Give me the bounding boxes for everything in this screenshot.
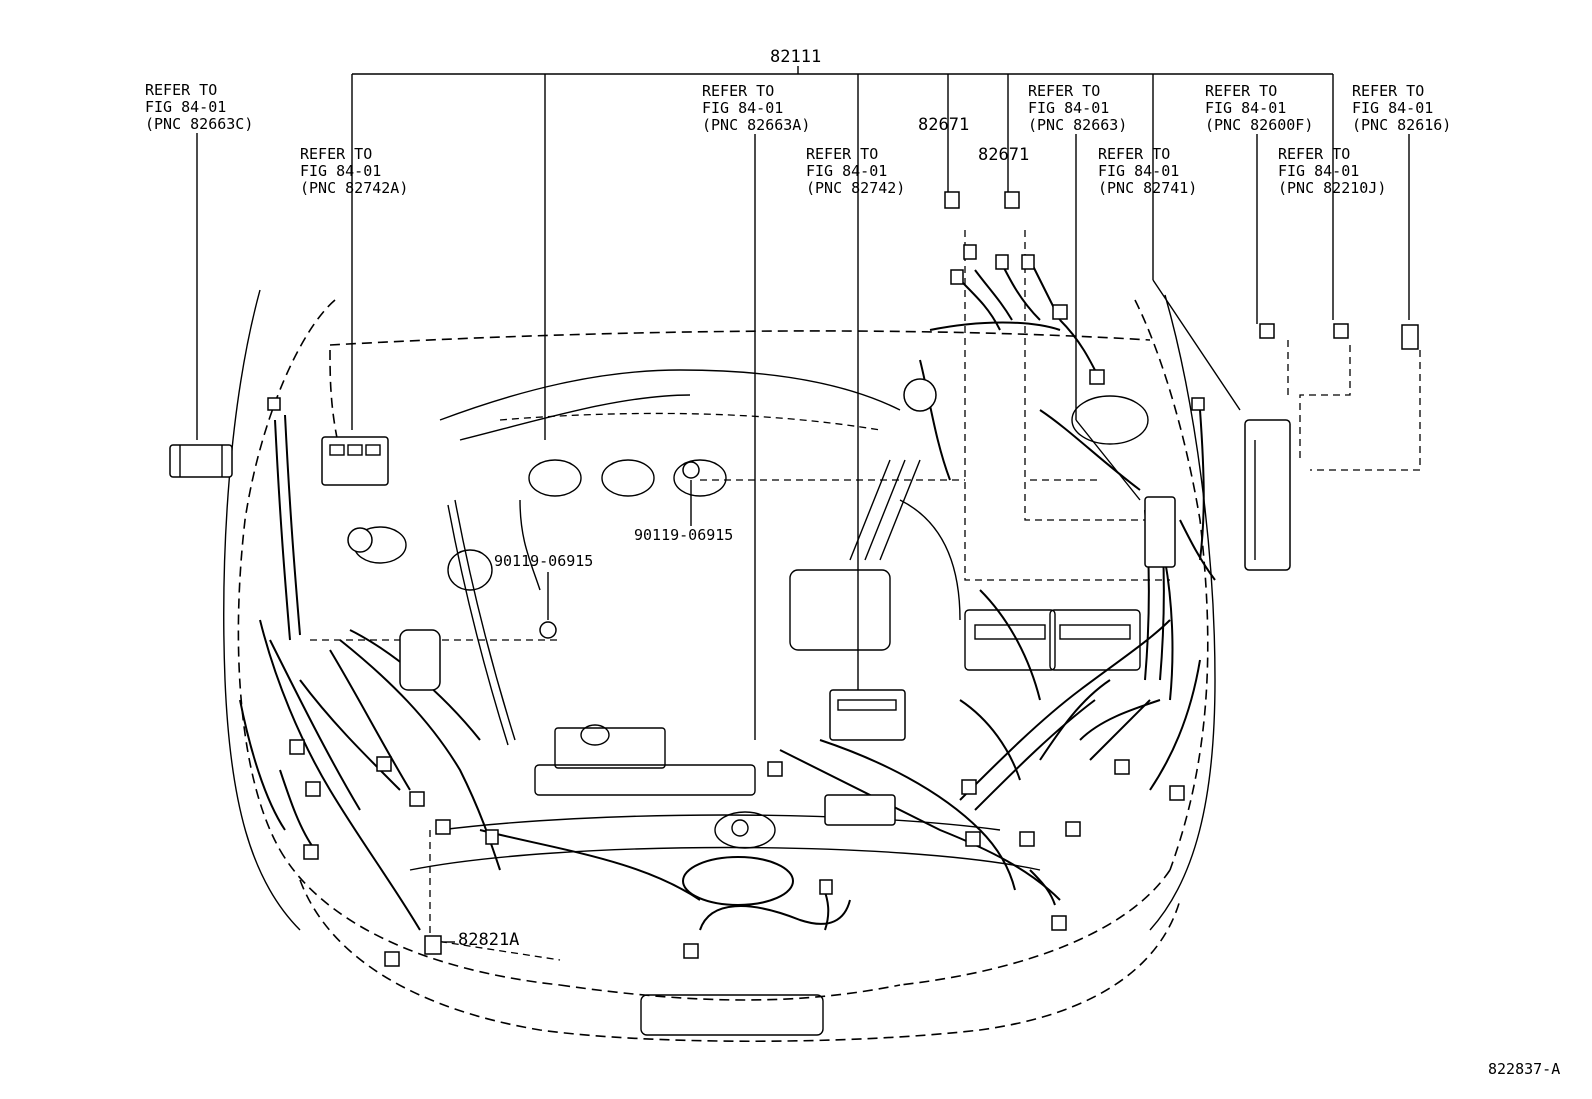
vehicle-body-outline	[223, 289, 1216, 1043]
bolt-label-b: 90119-06915	[494, 552, 593, 570]
svg-text:FIG 84-01: FIG 84-01	[1352, 99, 1433, 117]
svg-text:REFER TO: REFER TO	[806, 145, 878, 163]
engine-block	[353, 369, 1149, 849]
part-82671-b: 82671	[978, 145, 1029, 165]
svg-text:(PNC 82616): (PNC 82616)	[1352, 116, 1451, 134]
svg-text:(PNC 82663): (PNC 82663)	[1028, 116, 1127, 134]
main-part-label: 82111	[770, 47, 821, 67]
svg-text:REFER TO: REFER TO	[145, 81, 217, 99]
ref-82663: REFER TO FIG 84-01 (PNC 82663)	[1028, 82, 1127, 134]
svg-text:FIG 84-01: FIG 84-01	[1278, 162, 1359, 180]
ref-82663c: REFER TO FIG 84-01 (PNC 82663C)	[145, 81, 253, 133]
svg-text:REFER TO: REFER TO	[300, 145, 372, 163]
ref-82616: REFER TO FIG 84-01 (PNC 82616)	[1352, 82, 1451, 134]
leader-lines	[196, 66, 1410, 943]
svg-text:(PNC 82741): (PNC 82741)	[1098, 179, 1197, 197]
ref-82742: REFER TO FIG 84-01 (PNC 82742)	[806, 145, 905, 197]
svg-text:FIG 84-01: FIG 84-01	[300, 162, 381, 180]
svg-text:REFER TO: REFER TO	[1205, 82, 1277, 100]
ref-82210j: REFER TO FIG 84-01 (PNC 82210J)	[1278, 145, 1386, 197]
ref-82600f: REFER TO FIG 84-01 (PNC 82600F)	[1205, 82, 1313, 134]
svg-text:(PNC 82600F): (PNC 82600F)	[1205, 116, 1313, 134]
svg-text:(PNC 82663A): (PNC 82663A)	[702, 116, 810, 134]
ref-82742a: REFER TO FIG 84-01 (PNC 82742A)	[300, 145, 408, 197]
svg-text:(PNC 82742A): (PNC 82742A)	[300, 179, 408, 197]
svg-text:REFER TO: REFER TO	[702, 82, 774, 100]
svg-text:FIG 84-01: FIG 84-01	[806, 162, 887, 180]
ref-82663a: REFER TO FIG 84-01 (PNC 82663A)	[702, 82, 810, 134]
figure-id: 822837-A	[1488, 1060, 1560, 1078]
svg-text:(PNC 82210J): (PNC 82210J)	[1278, 179, 1386, 197]
bolt-label-a: 90119-06915	[634, 526, 733, 544]
svg-text:REFER TO: REFER TO	[1278, 145, 1350, 163]
svg-text:FIG 84-01: FIG 84-01	[1098, 162, 1179, 180]
svg-text:REFER TO: REFER TO	[1028, 82, 1100, 100]
connectors	[267, 191, 1419, 967]
svg-text:FIG 84-01: FIG 84-01	[1205, 99, 1286, 117]
modules	[169, 378, 1291, 826]
svg-text:REFER TO: REFER TO	[1098, 145, 1170, 163]
svg-text:(PNC 82663C): (PNC 82663C)	[145, 115, 253, 133]
svg-text:FIG 84-01: FIG 84-01	[1028, 99, 1109, 117]
svg-text:REFER TO: REFER TO	[1352, 82, 1424, 100]
ref-82741: REFER TO FIG 84-01 (PNC 82741)	[1098, 145, 1197, 197]
part-82821a: 82821A	[458, 930, 519, 950]
svg-text:FIG 84-01: FIG 84-01	[145, 98, 226, 116]
svg-text:(PNC 82742): (PNC 82742)	[806, 179, 905, 197]
part-82671-a: 82671	[918, 115, 969, 135]
svg-text:FIG 84-01: FIG 84-01	[702, 99, 783, 117]
